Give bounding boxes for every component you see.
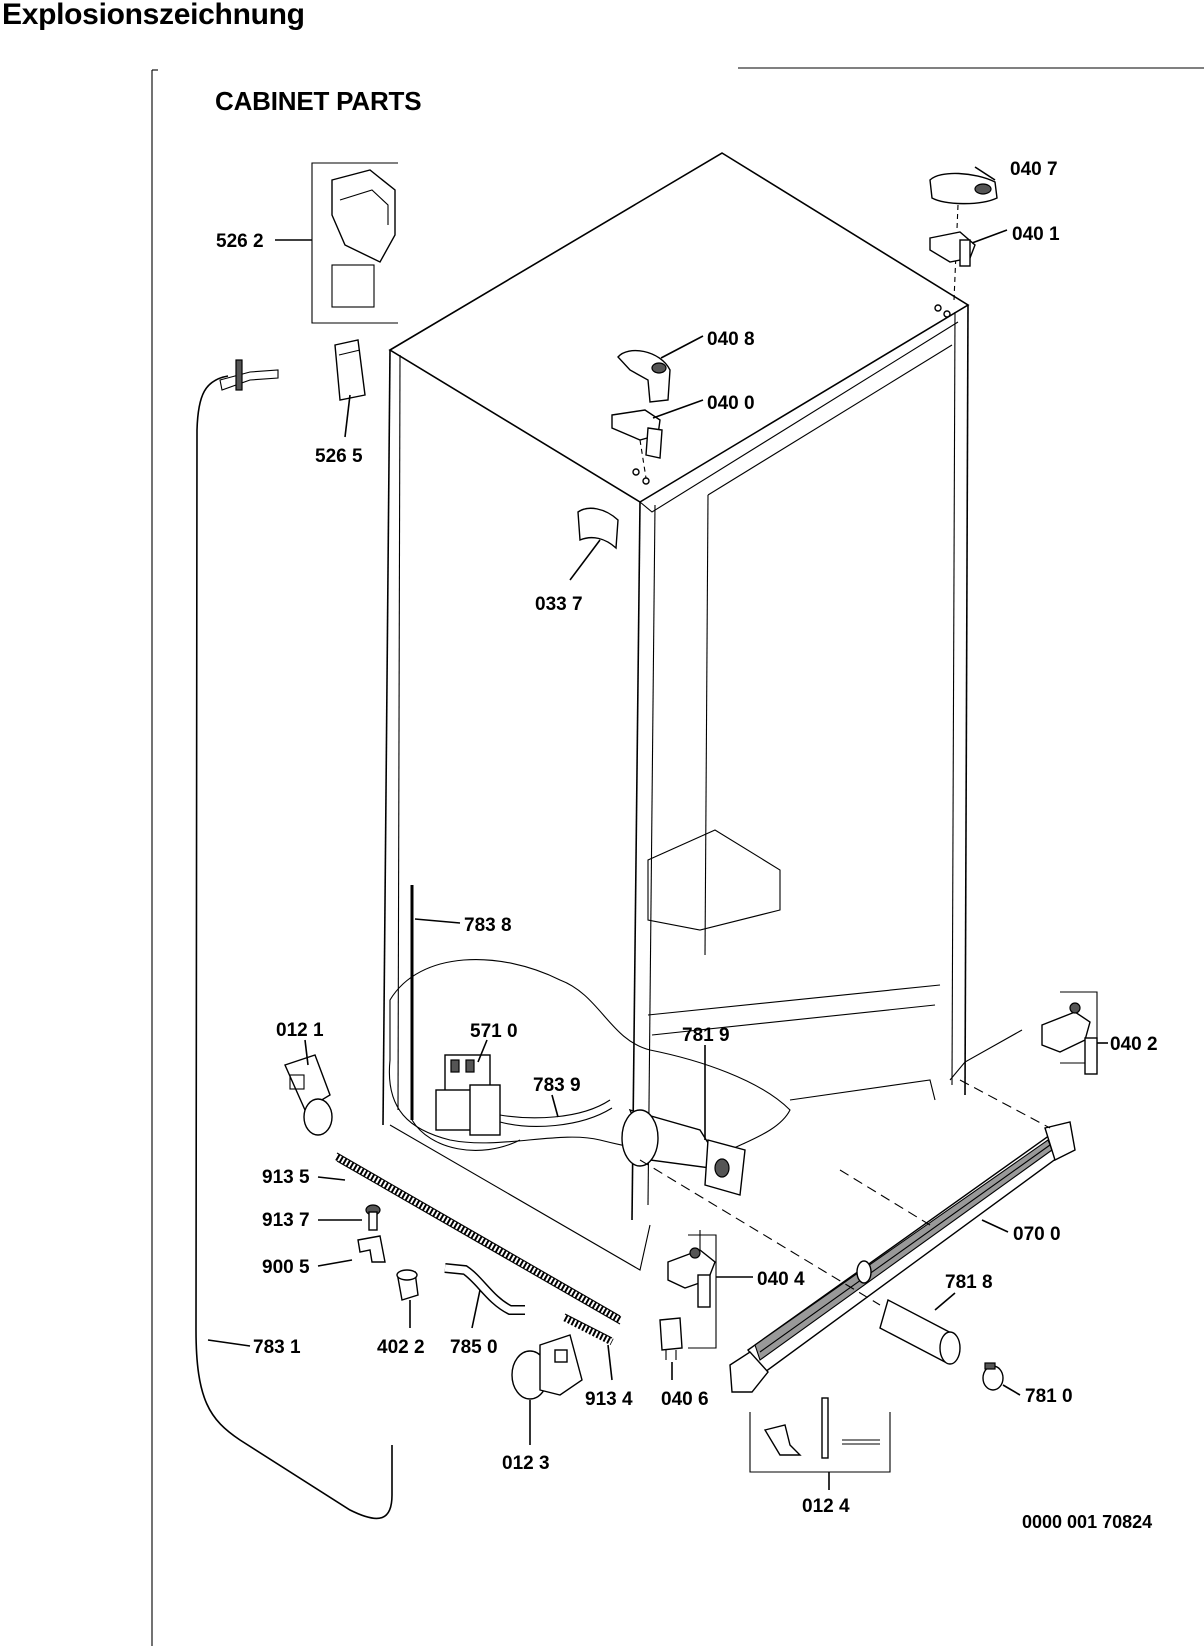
callout-9135: 913 5: [262, 1167, 310, 1188]
callout-9134: 913 4: [585, 1389, 633, 1410]
tube-7818: [879, 1298, 961, 1365]
hinge-0400: [611, 304, 951, 485]
callout-0121: 012 1: [276, 1020, 324, 1041]
fill-tube-7838: [410, 885, 521, 1151]
clip-9005: [357, 1235, 386, 1263]
assembly-lines: [639, 1079, 1051, 1306]
callout-7839: 783 9: [533, 1075, 581, 1096]
hose-7850: [444, 1263, 525, 1315]
callout-0400: 040 0: [707, 393, 755, 414]
drawing-code: 0000 001 70824: [1022, 1512, 1153, 1532]
tube-7819: [621, 1108, 746, 1196]
base-grille-0700: [729, 1121, 1076, 1393]
hinge-cap-0408: [617, 349, 671, 403]
callout-9137: 913 7: [262, 1210, 310, 1231]
hinge-0401: [929, 231, 976, 267]
callout-0406: 040 6: [661, 1389, 709, 1410]
callout-0407: 040 7: [1010, 159, 1058, 180]
callout-labels: 040 7 040 1 526 2 040 8 040 0 526 5 033 …: [216, 159, 1158, 1517]
cap-4022: [396, 1269, 419, 1301]
callout-9005: 900 5: [262, 1257, 310, 1278]
callout-0404: 040 4: [757, 1269, 805, 1290]
callout-0124: 012 4: [802, 1496, 850, 1517]
callout-5265: 526 5: [315, 446, 363, 467]
page-title: Explosionszeichnung: [2, 0, 305, 31]
part-0337-bracket: [577, 507, 619, 550]
callout-0700: 070 0: [1013, 1224, 1061, 1245]
callout-7818: 781 8: [945, 1272, 993, 1293]
callout-0337: 033 7: [535, 594, 583, 615]
callout-5710: 571 0: [470, 1021, 518, 1042]
water-line-7831: [195, 359, 393, 1520]
callout-7831: 783 1: [253, 1337, 301, 1358]
callout-4022: 402 2: [377, 1337, 425, 1358]
bracket-0406: [659, 1317, 683, 1360]
roller-bracket-0123: [511, 1334, 583, 1400]
callout-5262: 526 2: [216, 231, 264, 252]
leader-lines: [207, 166, 1108, 1490]
water-valve-5710: [435, 1054, 613, 1136]
callout-7838: 783 8: [464, 915, 512, 936]
callout-0402: 040 2: [1110, 1034, 1158, 1055]
callout-0408: 040 8: [707, 329, 755, 350]
leveling-rod-9135: [335, 1152, 622, 1325]
screw-9137: [365, 1204, 381, 1231]
section-title: CABINET PARTS: [215, 86, 422, 116]
kit-0124: [749, 1397, 891, 1473]
hinge-assembly-0404: [667, 1234, 717, 1349]
frame-lines: [151, 67, 1204, 1646]
knob-7810: [982, 1362, 1004, 1391]
screw-9134: [563, 1313, 614, 1346]
callout-7850: 785 0: [450, 1337, 498, 1358]
callout-7810: 781 0: [1025, 1386, 1073, 1407]
part-5265-cover: [334, 339, 366, 401]
part-5262-control-box: [311, 162, 398, 324]
callout-0123: 012 3: [502, 1453, 550, 1474]
callout-0401: 040 1: [1012, 224, 1060, 245]
roller-0121: [284, 1054, 333, 1136]
callout-7819: 781 9: [682, 1025, 730, 1046]
hinge-assembly-0402: [949, 991, 1098, 1081]
